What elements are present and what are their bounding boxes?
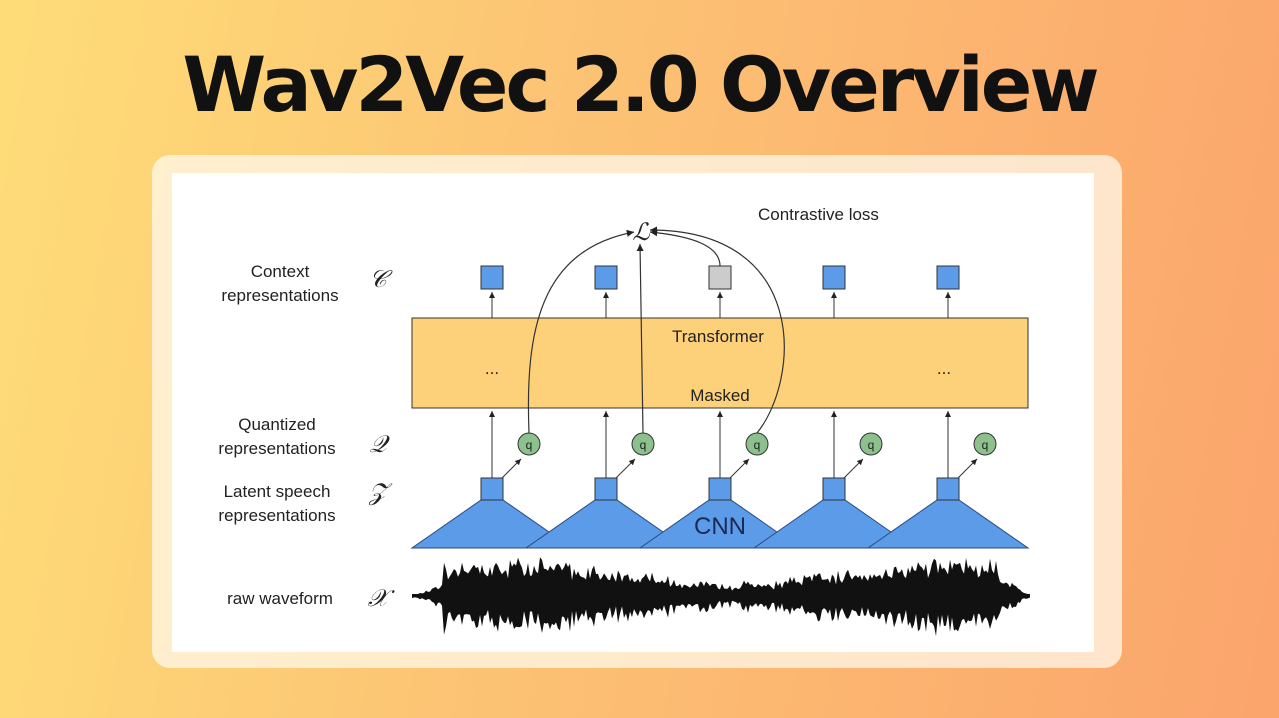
quantizer-arrow <box>501 458 522 479</box>
ellipsis-left: ... <box>485 359 499 378</box>
context-vector <box>594 265 618 290</box>
loss-arrow-context <box>649 229 721 267</box>
quantized-symbol: 𝒬 <box>369 430 390 458</box>
page-title: Wav2Vec 2.0 Overview <box>182 40 1099 129</box>
quantizer-arrow <box>729 458 750 479</box>
transformer-block <box>411 317 1029 409</box>
cnn-label: CNN <box>694 513 746 540</box>
context-label-2: representations <box>221 286 338 305</box>
quantizer-arrow <box>843 458 864 479</box>
loss-arrow-3 <box>649 226 785 434</box>
quantized-label-2: representations <box>218 439 335 458</box>
raw-waveform <box>412 557 1030 637</box>
ellipsis-right: ... <box>937 359 951 378</box>
loss-arrow-2 <box>636 243 644 434</box>
raw-symbol: 𝒳 <box>368 584 396 612</box>
loss-symbol: ℒ <box>632 218 650 246</box>
quantizer-label: q <box>982 438 989 452</box>
context-label-1: Context <box>251 262 310 281</box>
quantizer-label: q <box>868 438 875 452</box>
transformer-label: Transformer <box>672 327 764 346</box>
latent-vector <box>936 477 960 501</box>
quantizer-node <box>859 432 883 456</box>
context-vector <box>822 265 846 290</box>
masked-label: Masked <box>690 386 750 405</box>
latent-vector <box>594 477 618 501</box>
context-symbol: 𝒞 <box>369 265 393 293</box>
context-vector <box>708 265 732 290</box>
latent-symbol: 𝒵 <box>368 478 393 506</box>
latent-vector <box>822 477 846 501</box>
quantized-label-1: Quantized <box>238 415 316 434</box>
latent-vector <box>708 477 732 501</box>
contrastive-loss-label: Contrastive loss <box>758 205 879 224</box>
latent-label-2: representations <box>218 506 335 525</box>
quantizer-node <box>973 432 997 456</box>
latent-vector <box>480 477 504 501</box>
cnn-encoder <box>866 499 1030 549</box>
quantizer-arrow <box>615 458 636 479</box>
context-vector <box>480 265 504 290</box>
loss-arrow-1 <box>527 229 635 434</box>
context-vector <box>936 265 960 290</box>
quantizer-label: q <box>640 438 647 452</box>
quantizer-arrow <box>957 458 978 479</box>
latent-label-1: Latent speech <box>224 482 331 501</box>
quantizer-label: q <box>754 438 761 452</box>
raw-waveform-label: raw waveform <box>227 589 333 608</box>
quantizer-label: q <box>526 438 533 452</box>
